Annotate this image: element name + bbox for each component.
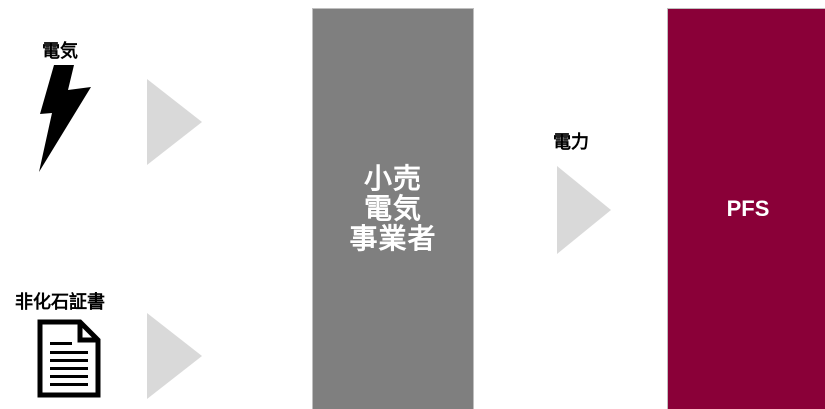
pfs-box: PFS — [667, 8, 825, 409]
non-fossil-certificate-label: 非化石証書 — [15, 292, 105, 313]
certificate-input-arrow — [147, 313, 202, 399]
power-flow-arrow — [557, 166, 611, 254]
electricity-input-arrow — [147, 79, 202, 165]
electricity-label: 電気 — [42, 41, 78, 62]
document-icon — [37, 319, 101, 398]
pfs-label: PFS — [726, 196, 770, 221]
lightning-bolt-icon — [39, 65, 91, 172]
power-label: 電力 — [553, 132, 589, 153]
retail-electricity-provider-label: 小売 電気 事業者 — [349, 162, 437, 255]
retail-electricity-provider-box: 小売 電気 事業者 — [312, 8, 474, 409]
